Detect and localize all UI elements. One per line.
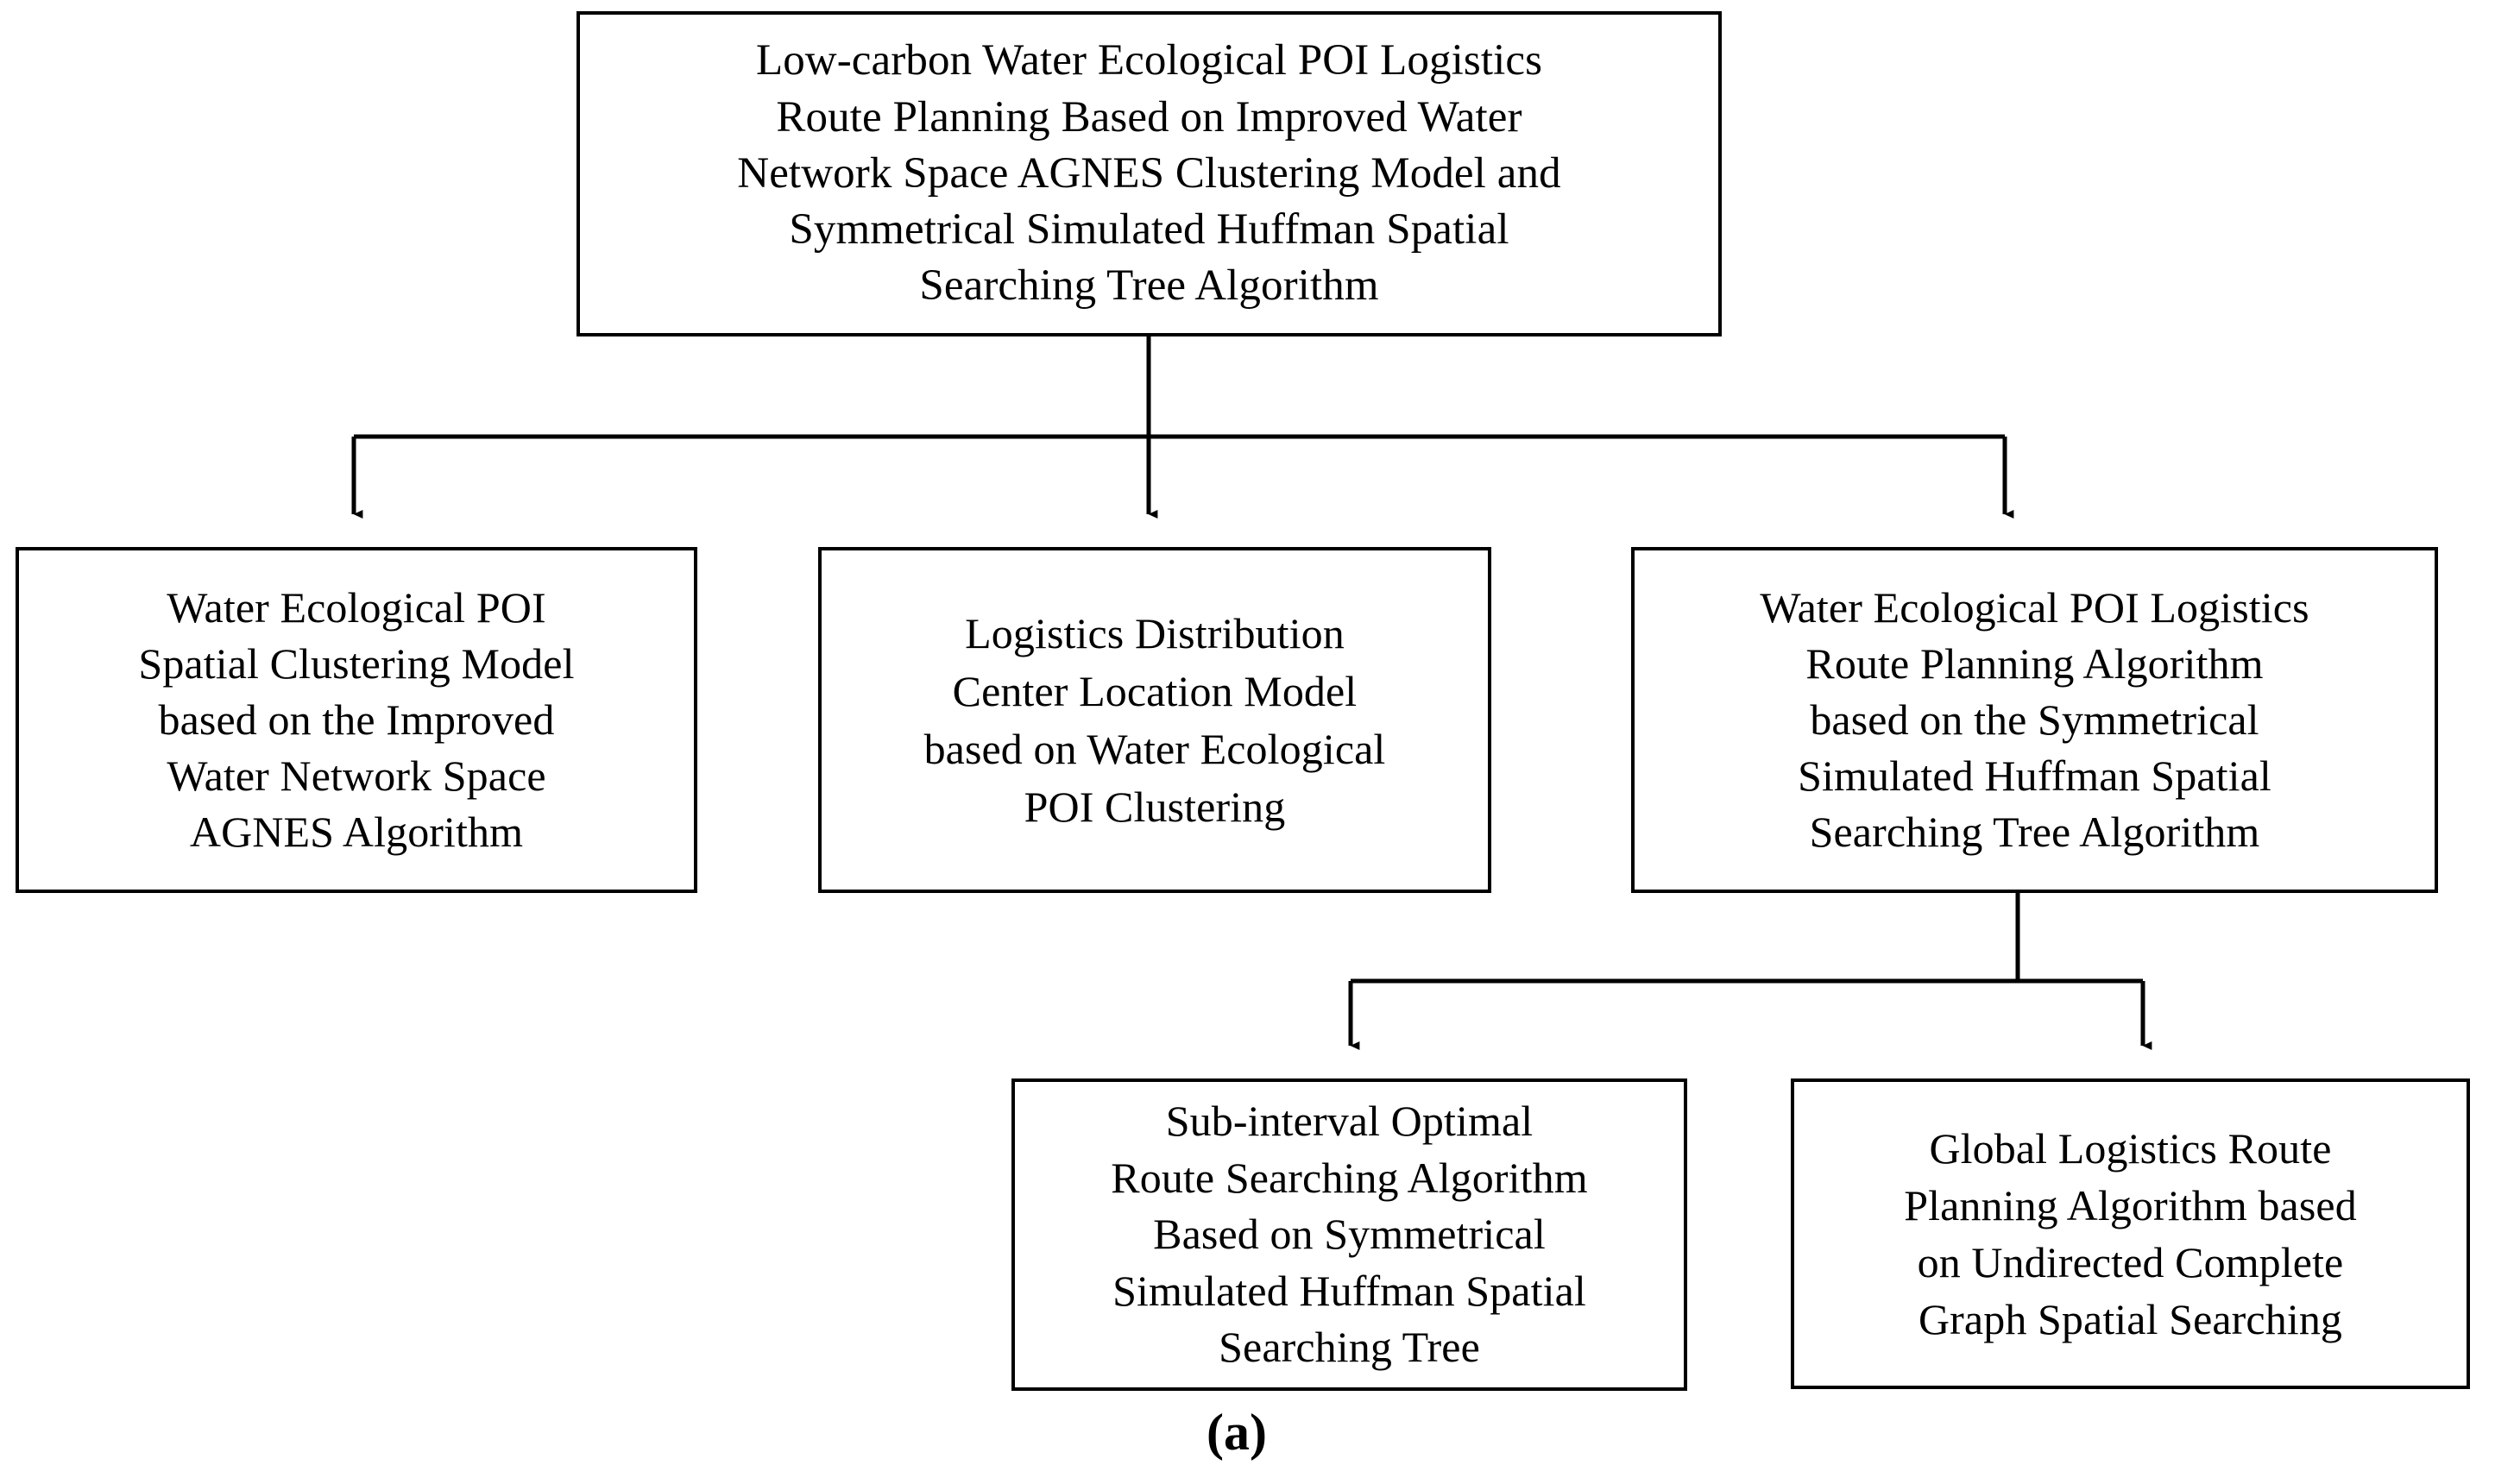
node-left-label: Water Ecological POI Spatial Clustering … xyxy=(138,583,575,856)
edge-right-to-children xyxy=(1348,893,2152,1050)
node-right-label: Water Ecological POI Logistics Route Pla… xyxy=(1760,583,2309,856)
node-water-ecological-poi-logistics-route-planning-algorithm[interactable]: Water Ecological POI Logistics Route Pla… xyxy=(1631,547,2438,893)
node-sub-left-label: Sub-interval Optimal Route Searching Alg… xyxy=(1111,1097,1588,1372)
node-water-ecological-poi-spatial-clustering-model[interactable]: Water Ecological POI Spatial Clustering … xyxy=(16,547,697,893)
node-root-title[interactable]: Low-carbon Water Ecological POI Logistic… xyxy=(576,11,1722,336)
node-sub-interval-optimal-route-searching-algorithm[interactable]: Sub-interval Optimal Route Searching Alg… xyxy=(1011,1078,1687,1391)
node-global-logistics-route-planning-algorithm[interactable]: Global Logistics Route Planning Algorith… xyxy=(1791,1078,2470,1389)
node-middle-label: Logistics Distribution Center Location M… xyxy=(923,608,1386,831)
node-sub-right-label: Global Logistics Route Planning Algorith… xyxy=(1904,1124,2357,1343)
node-root-label: Low-carbon Water Ecological POI Logistic… xyxy=(737,36,1561,311)
node-logistics-distribution-center-location-model[interactable]: Logistics Distribution Center Location M… xyxy=(818,547,1491,893)
figure-caption: (a) xyxy=(1207,1404,1267,1461)
edge-root-to-children xyxy=(351,336,2014,519)
